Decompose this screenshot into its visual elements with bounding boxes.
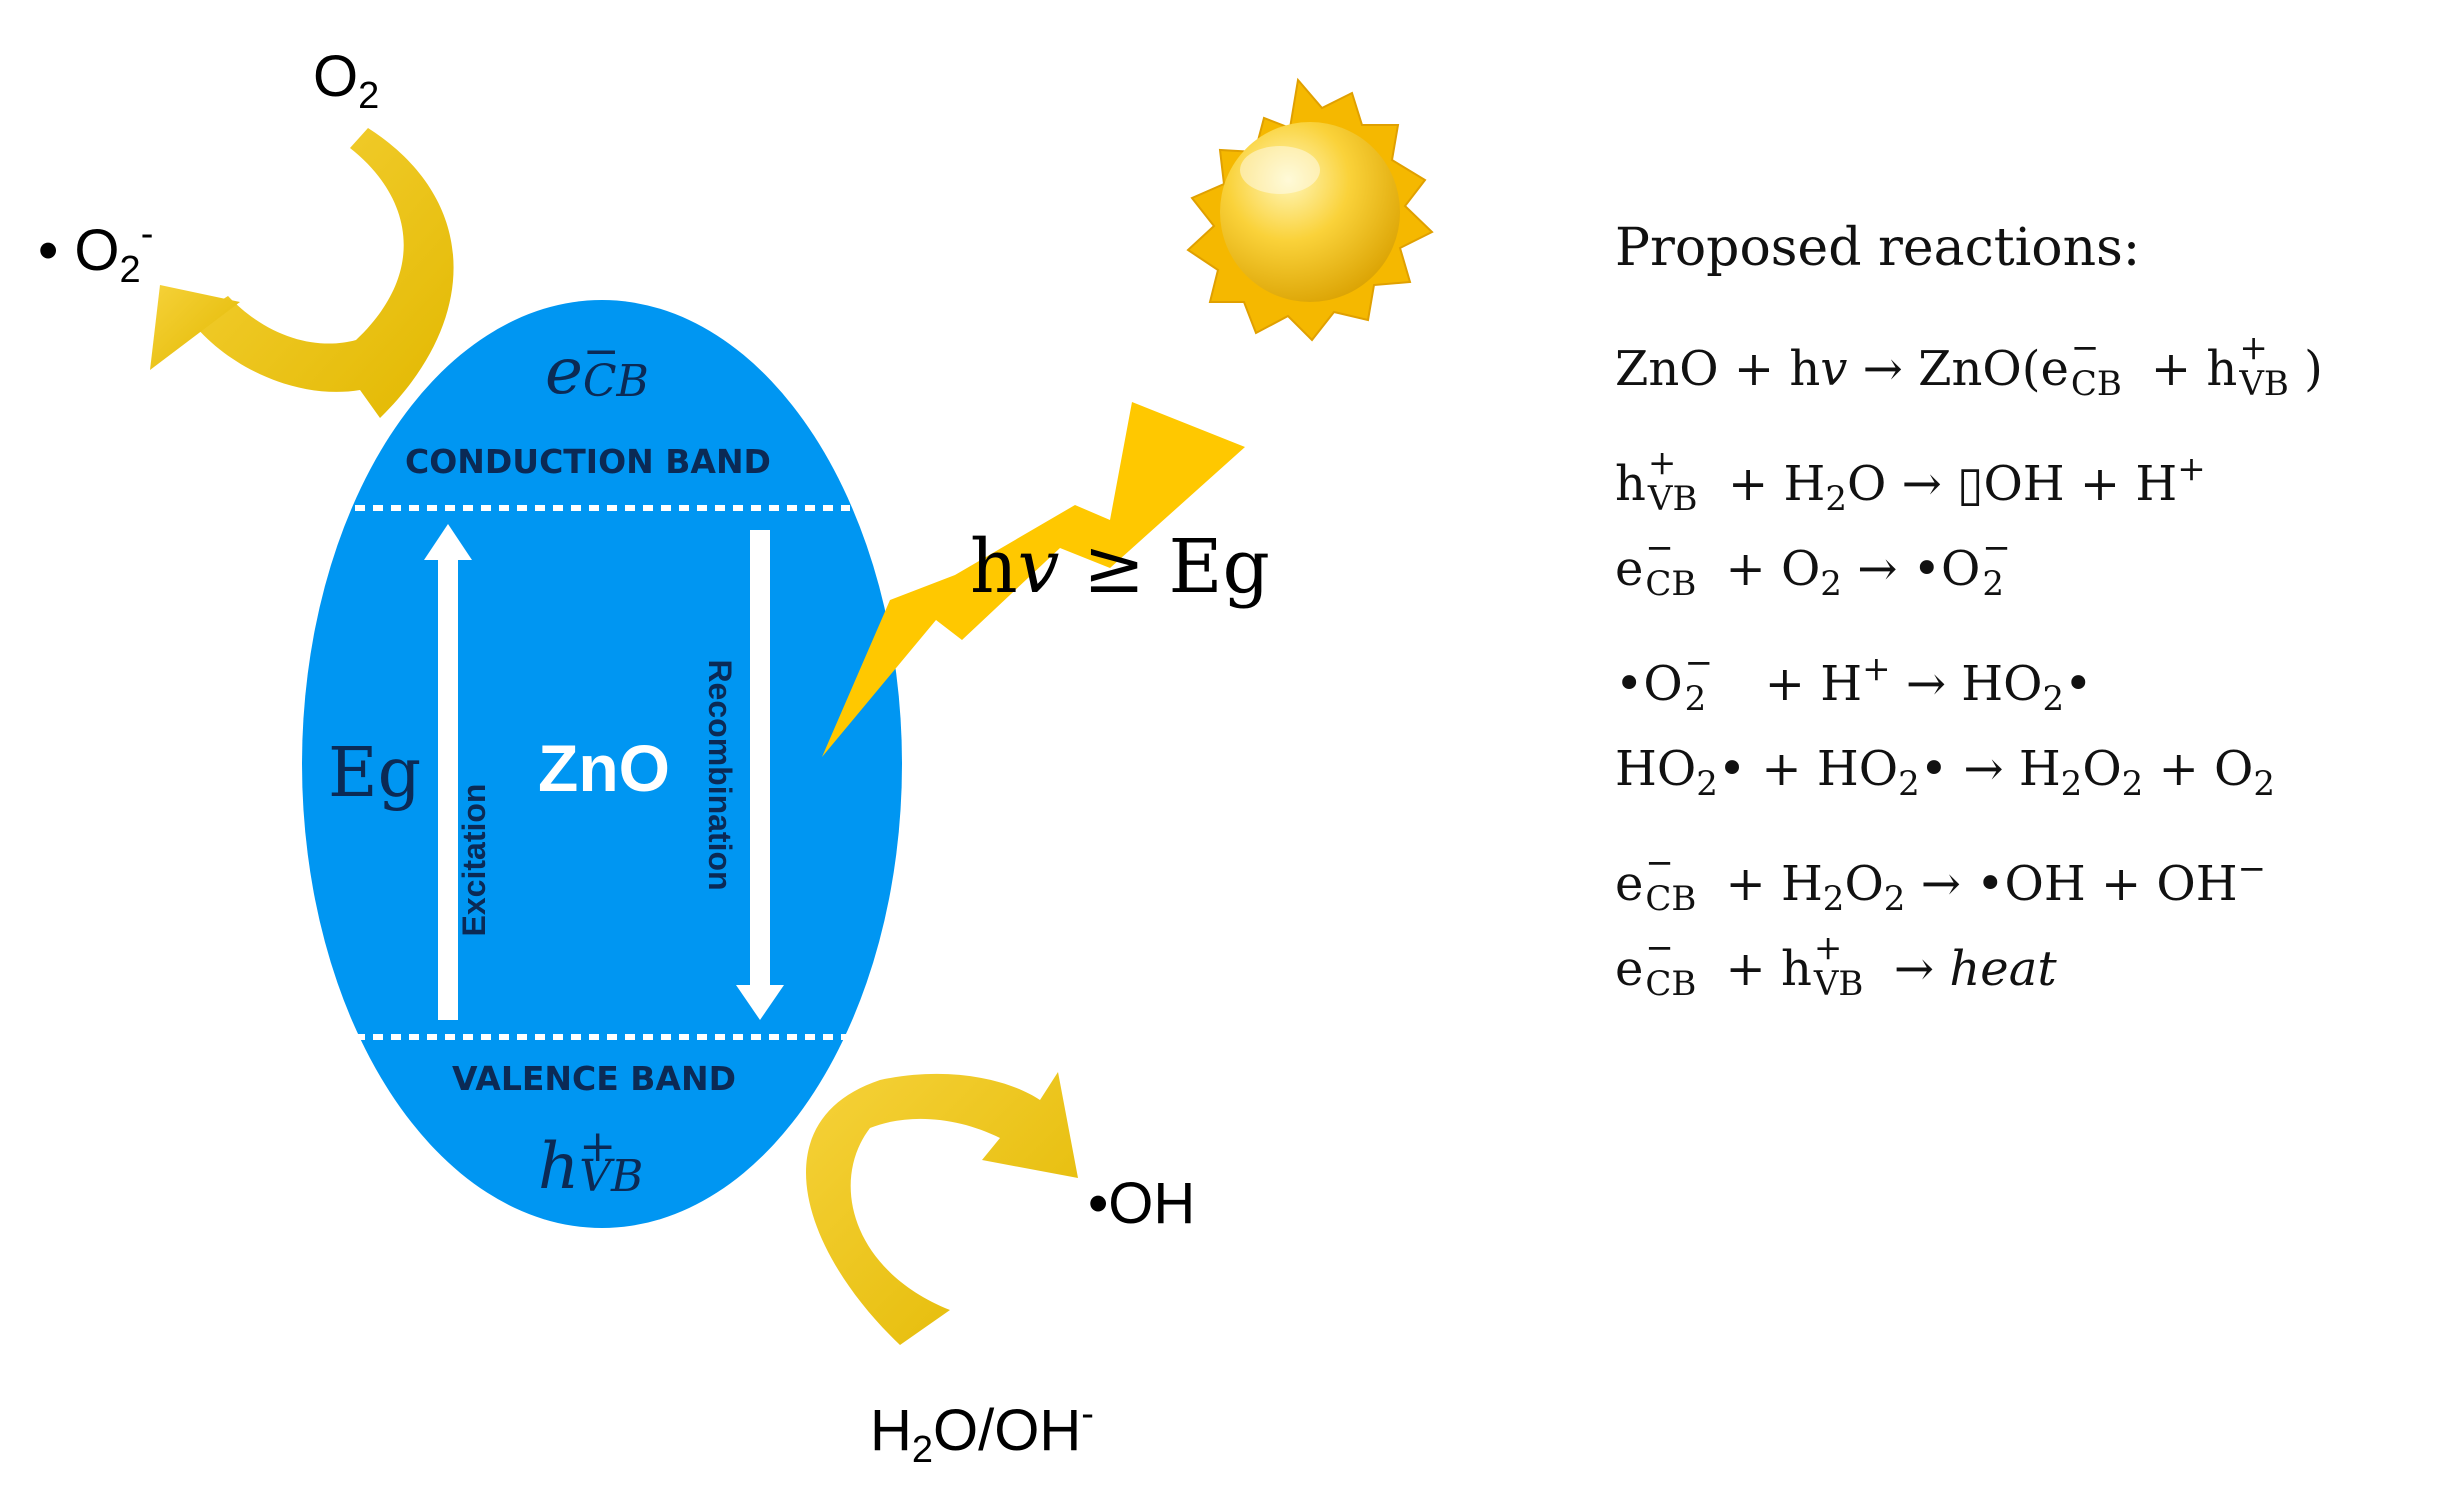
reaction-5: HO2• + HO2• → H2O2 + O2 [1615, 741, 2276, 805]
conduction-electron-label: e−CB [545, 326, 649, 409]
superoxide-arrow [150, 128, 454, 418]
hydroxyl-radical-label: •OH [1088, 1171, 1196, 1236]
sun-icon [1186, 77, 1434, 342]
reaction-1: ZnO + hv → ZnO(e−CB + h+VB) [1615, 327, 2323, 404]
excitation-label: Excitation [456, 783, 492, 937]
conduction-band-label: CONDUCTION BAND [405, 442, 771, 481]
lightning-bolt-icon [822, 402, 1245, 757]
reaction-4: •O−2 + H+ → HO2• [1615, 642, 2093, 720]
reactions-title: Proposed reactions: [1615, 218, 2141, 278]
reaction-7: e−CB + h+VB → heat [1615, 927, 2057, 1004]
superoxide-radical-label: • O2- [38, 213, 154, 291]
band-gap-label: Eg [328, 734, 422, 813]
reaction-6: e−CB + H2O2 → •OH + OH− [1615, 842, 2267, 920]
recombination-label: Recombination [702, 659, 738, 891]
valence-hole-label: h+VB [538, 1121, 644, 1204]
oxygen-molecule-label: O2 [313, 44, 380, 117]
valence-band-label: VALENCE BAND [452, 1059, 736, 1098]
material-label: ZnO [538, 731, 670, 805]
reactions-panel: Proposed reactions: ZnO + hv → ZnO(e−CB … [1615, 218, 2435, 1019]
water-hydroxide-label: H2O/OH- [870, 1393, 1094, 1471]
excitation-arrow [424, 524, 472, 1020]
recombination-arrow [736, 530, 784, 1020]
reaction-3: e−CB + O2 → •O−2 [1615, 527, 2011, 605]
diagram-graphics [150, 77, 1434, 1345]
hydroxyl-arrow [805, 1072, 1078, 1345]
reaction-2: h+VB + H2O → ▯OH + H+ [1615, 442, 2206, 520]
zno-photocatalysis-diagram: O2 • O2- •OH H2O/OH- e−CB CONDUCTION BAN… [38, 44, 1434, 1471]
photon-energy-label: hv ≥ Eg [970, 524, 1270, 610]
